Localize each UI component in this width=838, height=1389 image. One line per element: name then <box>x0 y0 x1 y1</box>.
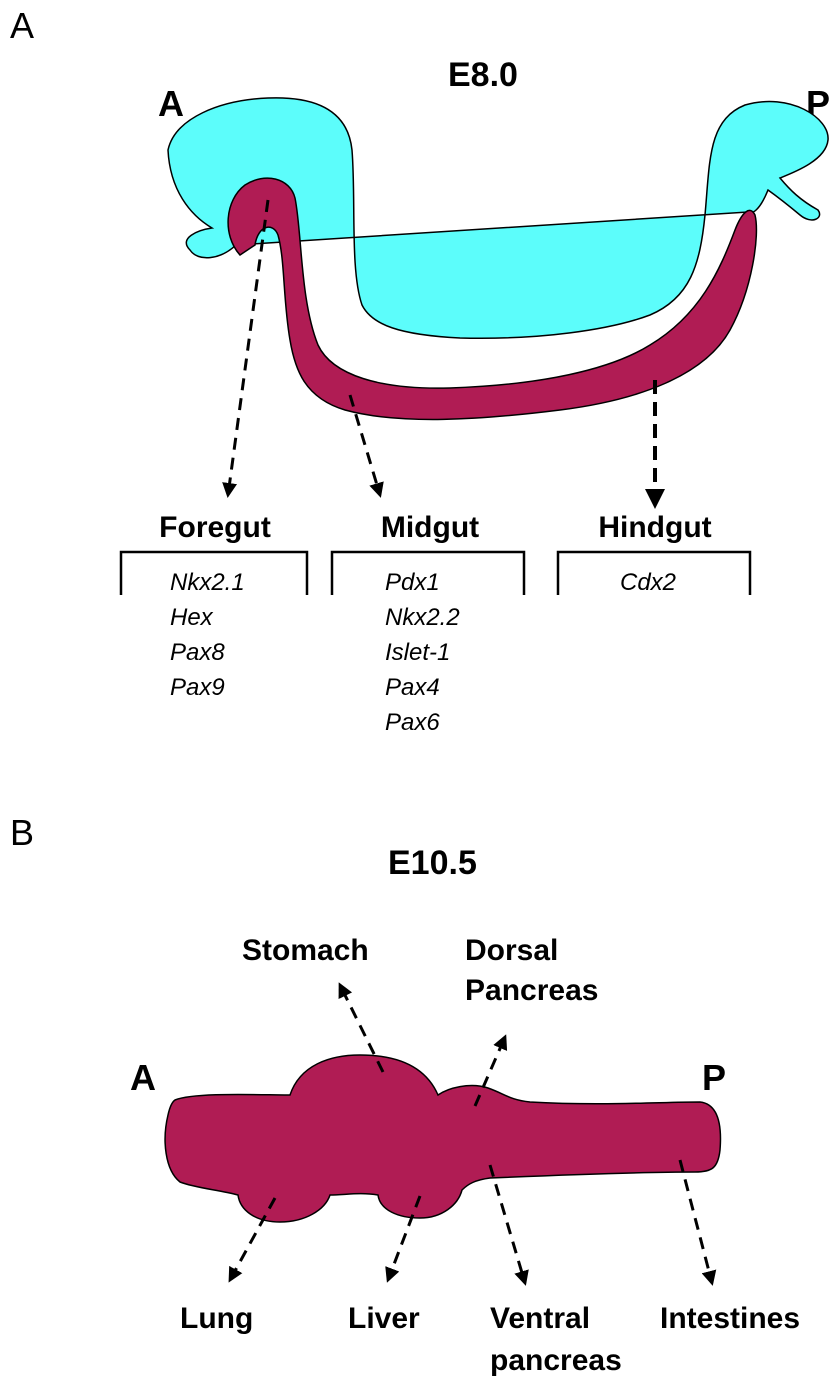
panel-b-stage-label: E10.5 <box>388 844 477 882</box>
midgut-gene-list: Pdx1 Nkx2.2 Islet-1 Pax4 Pax6 <box>385 569 460 736</box>
ventral-pancreas-label-line2: pancreas <box>490 1344 622 1377</box>
gene-label: Pax4 <box>385 674 440 701</box>
gene-label: Islet-1 <box>385 639 450 666</box>
panel-a: A E8.0 A P Foregut Midgut Hindgut Nkx2.1… <box>10 5 830 736</box>
gene-label: Pax6 <box>385 709 440 736</box>
lung-label: Lung <box>180 1302 253 1335</box>
dorsal-pancreas-label-line2: Pancreas <box>465 974 598 1007</box>
ventral-pancreas-label-line1: Ventral <box>490 1302 590 1335</box>
gene-label: Hex <box>170 604 214 631</box>
stomach-label: Stomach <box>242 934 369 967</box>
gene-label: Pax8 <box>170 639 225 666</box>
gene-label: Nkx2.2 <box>385 604 460 631</box>
liver-label: Liver <box>348 1302 420 1335</box>
foregut-title: Foregut <box>159 511 271 544</box>
hindgut-gene-list: Cdx2 <box>620 569 676 596</box>
gene-label: Pax9 <box>170 674 225 701</box>
foregut-gene-list: Nkx2.1 Hex Pax8 Pax9 <box>170 569 245 701</box>
gene-label: Nkx2.1 <box>170 569 245 596</box>
ventral-pancreas-arrow <box>490 1165 525 1283</box>
hindgut-title: Hindgut <box>598 511 711 544</box>
midgut-title: Midgut <box>381 511 479 544</box>
panel-a-letter: A <box>10 5 34 46</box>
dorsal-pancreas-label-line1: Dorsal <box>465 934 558 967</box>
intestines-label: Intestines <box>660 1302 800 1335</box>
gene-label: Pdx1 <box>385 569 440 596</box>
gut-tube-e10-5 <box>165 1055 720 1222</box>
panel-b-letter: B <box>10 812 34 853</box>
gene-label: Cdx2 <box>620 569 676 596</box>
intestines-arrow <box>680 1160 712 1283</box>
panel-b: B E10.5 A P Stomach Dorsal Pancreas Lung… <box>10 812 800 1377</box>
panel-b-anterior-label: A <box>130 1057 156 1098</box>
panel-a-stage-label: E8.0 <box>448 56 518 94</box>
panel-b-posterior-label: P <box>702 1057 726 1098</box>
panel-a-anterior-label: A <box>158 83 184 124</box>
